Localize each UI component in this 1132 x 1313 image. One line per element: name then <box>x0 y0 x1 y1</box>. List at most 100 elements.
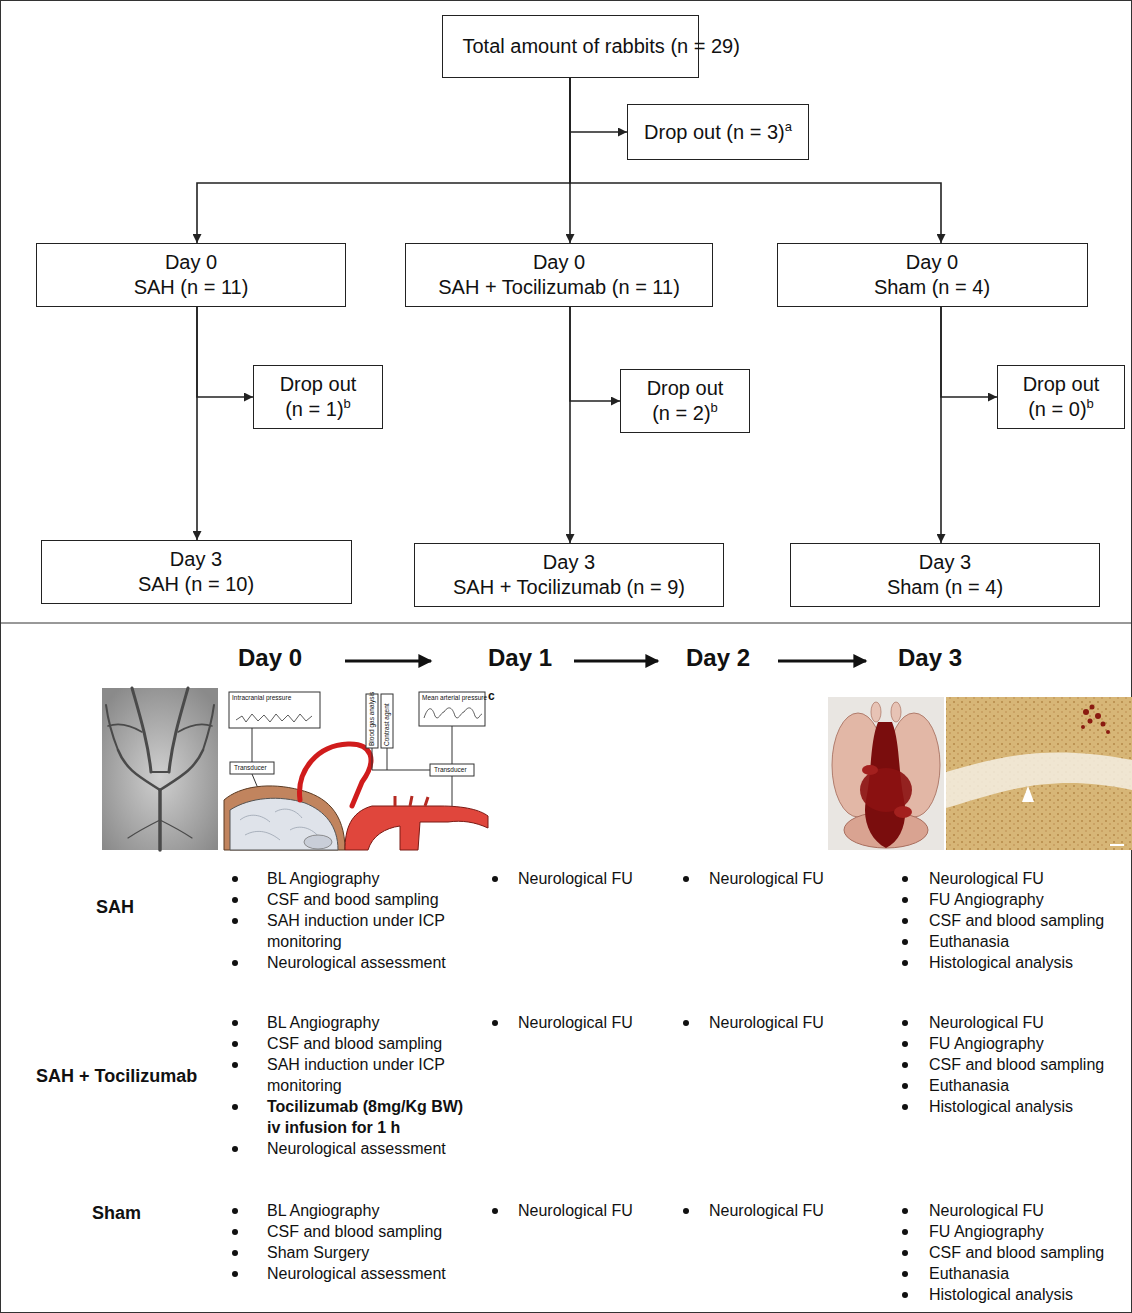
bullet-dot <box>902 897 908 903</box>
label-line: Tocilizumab (8mg/Kg BW) iv infusion for … <box>232 1096 477 1138</box>
bullet-dot <box>232 960 238 966</box>
label-group: c <box>488 689 495 703</box>
flow-arrow <box>197 78 570 243</box>
angiography-image <box>106 705 118 750</box>
step-item: Neurological FU <box>709 1202 824 1219</box>
node-text: Day 0 <box>874 250 990 275</box>
text-wrap: Day 0SAH + Tocilizumab (n = 11) <box>438 250 680 300</box>
text-wrap: Drop out (n = 3)a <box>644 120 792 145</box>
bullet-dot <box>902 960 908 966</box>
group-label: SAH + Tocilizumab <box>36 1066 197 1086</box>
label-line: BL Angiography <box>232 1012 477 1033</box>
label-group: Neurological FU <box>683 1012 869 1033</box>
angiography-image <box>118 750 160 790</box>
histology-image <box>1110 844 1124 846</box>
label-line: SAH + Tocilizumab <box>36 1065 197 1087</box>
monitoring-schematic <box>230 798 338 850</box>
node-text: SAH + Tocilizumab (n = 11) <box>438 275 680 300</box>
bullet-dot <box>902 1083 908 1089</box>
node-text: SAH (n = 10) <box>138 572 254 597</box>
monitoring-schematic <box>224 786 345 850</box>
label-line: Histological analysis <box>902 1096 1124 1117</box>
histology-image <box>1081 725 1085 729</box>
step-item: SAH induction under ICP monitoring <box>267 912 445 950</box>
label-line: CSF and bood sampling <box>232 889 477 910</box>
brain-photo <box>894 806 912 818</box>
angiography-image <box>178 724 212 732</box>
label-group: BL AngiographyCSF and blood samplingSham… <box>232 1200 477 1284</box>
bullet-dot <box>902 1062 908 1068</box>
text-wrap: Day 3Sham (n = 4) <box>887 550 1003 600</box>
group-box: Day 0SAH (n = 11) <box>36 243 346 307</box>
bullet-dot <box>683 876 689 882</box>
step-item: Neurological FU <box>709 870 824 887</box>
label-line: Day 2 <box>686 643 750 673</box>
label-group: Neurological FU <box>492 1200 678 1221</box>
step-item: Neurological FU <box>929 870 1044 887</box>
bullet-dot <box>232 876 238 882</box>
label-group: Day 0 <box>238 643 302 673</box>
bullet-dot <box>232 1104 238 1110</box>
bullet-dot <box>902 1250 908 1256</box>
node-text: SAH + Tocilizumab (n = 9) <box>453 575 685 600</box>
step-item: Euthanasia <box>929 1265 1009 1282</box>
node-text: SAH (n = 11) <box>134 275 249 300</box>
node-text: Day 3 <box>887 550 1003 575</box>
bullet-dot <box>492 876 498 882</box>
text-wrap: Day 0Sham (n = 4) <box>874 250 990 300</box>
label-line: c <box>488 689 495 703</box>
label-line: Day 0 <box>238 643 302 673</box>
label-group: Neurological FUFU AngiographyCSF and blo… <box>902 1200 1124 1305</box>
device-label: Blood gas analysis <box>368 692 375 746</box>
label-line: FU Angiography <box>902 889 1124 910</box>
label-group: Sham <box>92 1202 141 1224</box>
label-group: SAH <box>96 896 134 918</box>
flow-arrow <box>196 307 198 540</box>
label-line: Neurological FU <box>492 1200 678 1221</box>
bullet-dot <box>902 1104 908 1110</box>
dropout-box: Drop out (n = 3)a <box>627 104 809 160</box>
label-group: Day 3 <box>898 643 962 673</box>
histology-image <box>1090 705 1095 710</box>
step-item: CSF and blood sampling <box>929 1056 1104 1073</box>
label-line: Day 3 <box>898 643 962 673</box>
flow-arrow <box>569 307 571 543</box>
angiography-image <box>203 705 214 750</box>
label-group: Neurological FU <box>683 868 869 889</box>
flow-arrow <box>197 307 253 397</box>
step-item: Tocilizumab (8mg/Kg BW) iv infusion for … <box>267 1098 463 1136</box>
group-box: Day 0SAH + Tocilizumab (n = 11) <box>405 243 713 307</box>
histology-image <box>1106 730 1110 734</box>
text-wrap: Drop out (n = 1)b <box>272 372 364 422</box>
step-item: FU Angiography <box>929 891 1044 908</box>
bullet-dot <box>902 876 908 882</box>
monitoring-schematic <box>252 728 253 762</box>
text-wrap: Day 0SAH (n = 11) <box>134 250 249 300</box>
monitoring-schematic <box>275 809 302 818</box>
angiography-image <box>169 688 188 772</box>
step-item: BL Angiography <box>267 870 379 887</box>
device-label: Mean arterial pressure <box>422 694 487 701</box>
label-group: Blood gas analysis <box>368 692 376 746</box>
monitoring-schematic <box>372 748 430 770</box>
step-item: Histological analysis <box>929 954 1073 971</box>
bullet-dot <box>492 1020 498 1026</box>
connector-layer <box>197 78 997 543</box>
step-item: Neurological FU <box>518 1202 633 1219</box>
brain-photo <box>828 697 944 850</box>
monitoring-schematic <box>424 708 482 718</box>
step-item: FU Angiography <box>929 1223 1044 1240</box>
label-group: Transducer <box>234 764 267 772</box>
label-group: Neurological FU <box>683 1200 869 1221</box>
group-box: Day 3Sham (n = 4) <box>790 543 1100 607</box>
node-text: Total amount of rabbits (n = 29) <box>463 34 678 59</box>
label-line: Euthanasia <box>902 1075 1124 1096</box>
text-wrap: Day 3SAH (n = 10) <box>138 547 254 597</box>
figure-frame <box>0 623 1132 624</box>
label-line: CSF and blood sampling <box>232 1221 477 1242</box>
start-box: Total amount of rabbits (n = 29) <box>442 15 699 78</box>
footnote-mark: b <box>711 400 718 415</box>
label-line: Neurological FU <box>492 1012 678 1033</box>
